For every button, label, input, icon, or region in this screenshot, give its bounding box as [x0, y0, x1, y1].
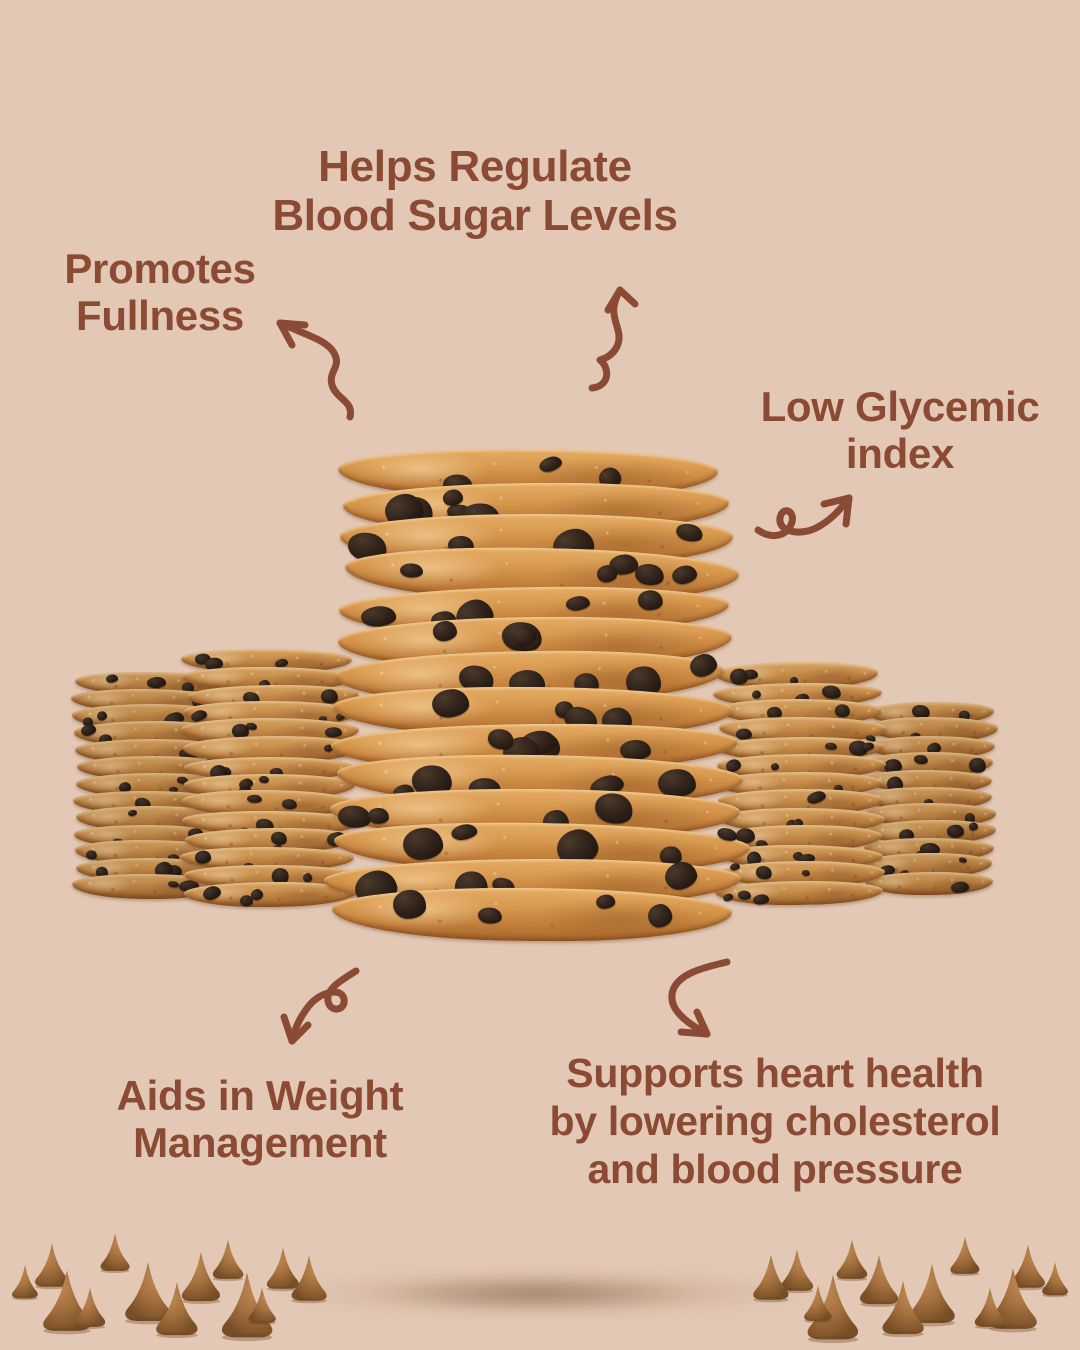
chocolate-chip-inclusion — [367, 807, 390, 825]
chocolate-chip-right — [854, 1253, 904, 1307]
chocolate-chip-right — [1006, 1243, 1050, 1290]
squiggle-arrow-up-icon — [580, 268, 670, 393]
chocolate-chip-inclusion — [657, 769, 697, 798]
loop-arrow-down-left-icon — [276, 965, 371, 1051]
chocolate-chip-right — [970, 1286, 1010, 1329]
chocolate-chip-inclusion — [485, 725, 516, 752]
benefit-label-promotes-fullness: Promotes Fullness — [64, 245, 256, 340]
benefit-label-helps-regulate-blood-sugar: Helps Regulate Blood Sugar Levels — [272, 142, 678, 241]
chocolate-chip-inclusion — [449, 822, 479, 843]
chocolate-chip-right — [982, 1266, 1044, 1333]
curve-arrow-down-icon — [655, 958, 750, 1048]
chocolate-chip-right — [946, 1235, 984, 1276]
chocolate-chip-inclusion — [633, 561, 667, 588]
chocolate-chip-inclusion — [645, 902, 674, 929]
chocolate-chip-right — [832, 1238, 872, 1282]
benefit-label-low-glycemic-index: Low Glycemic index — [760, 383, 1040, 478]
benefit-label-supports-heart-health: Supports heart health by lowering choles… — [549, 1050, 1001, 1192]
chocolate-chip-left — [30, 1242, 74, 1290]
chocolate-chip-left — [208, 1238, 248, 1282]
chocolate-chip-inclusion — [476, 905, 503, 925]
squiggle-arrow-up-left-icon — [258, 305, 368, 421]
chocolate-chip-inclusion — [594, 893, 615, 910]
chocolate-chip-right — [1038, 1261, 1072, 1298]
cookie-layer — [331, 886, 733, 943]
chocolate-chip-right — [748, 1253, 794, 1303]
chocolate-chip-left — [150, 1280, 204, 1339]
chocolate-chip-right — [800, 1272, 866, 1344]
chocolate-chip-inclusion — [670, 563, 699, 587]
chocolate-chip-left — [8, 1264, 42, 1301]
cookie-stack-illustration — [0, 380, 1080, 1344]
chocolate-chip-left — [262, 1246, 304, 1292]
chocolate-chip-inclusion — [441, 487, 464, 507]
chocolate-chip-inclusion — [637, 589, 665, 611]
chocolate-chip-inclusion — [565, 595, 591, 612]
loop-arrow-up-right-icon — [752, 478, 867, 550]
ground-shadow-core — [300, 1268, 770, 1320]
chocolate-chip-inclusion — [392, 889, 427, 920]
chocolate-chip-inclusion — [361, 605, 398, 627]
chocolate-chip-right — [876, 1279, 930, 1338]
chocolate-chip-inclusion — [715, 825, 738, 844]
chocolate-chip-left — [176, 1250, 226, 1304]
chocolate-chip-inclusion — [401, 826, 444, 862]
chocolate-chip-left — [70, 1286, 110, 1330]
chocolate-chip-inclusion — [430, 687, 470, 719]
chocolate-chip-left — [96, 1232, 134, 1274]
chocolate-chip-inclusion — [619, 739, 652, 760]
chocolate-chip-inclusion — [591, 788, 637, 827]
chocolate-chip-inclusion — [400, 562, 425, 579]
chocolate-chip-right — [776, 1248, 818, 1293]
chocolate-chip-left — [286, 1254, 332, 1304]
chocolate-chip-inclusion — [537, 453, 565, 475]
chocolate-chip-left — [118, 1260, 178, 1325]
chocolate-chip-inclusion — [674, 521, 705, 545]
chocolate-chip-left — [244, 1286, 280, 1325]
chocolate-chip-inclusion — [432, 620, 458, 643]
chocolate-chip-inclusion — [596, 564, 618, 583]
chocolate-chip-right — [800, 1284, 836, 1324]
benefit-label-aids-in-weight-management: Aids in Weight Management — [116, 1072, 404, 1167]
